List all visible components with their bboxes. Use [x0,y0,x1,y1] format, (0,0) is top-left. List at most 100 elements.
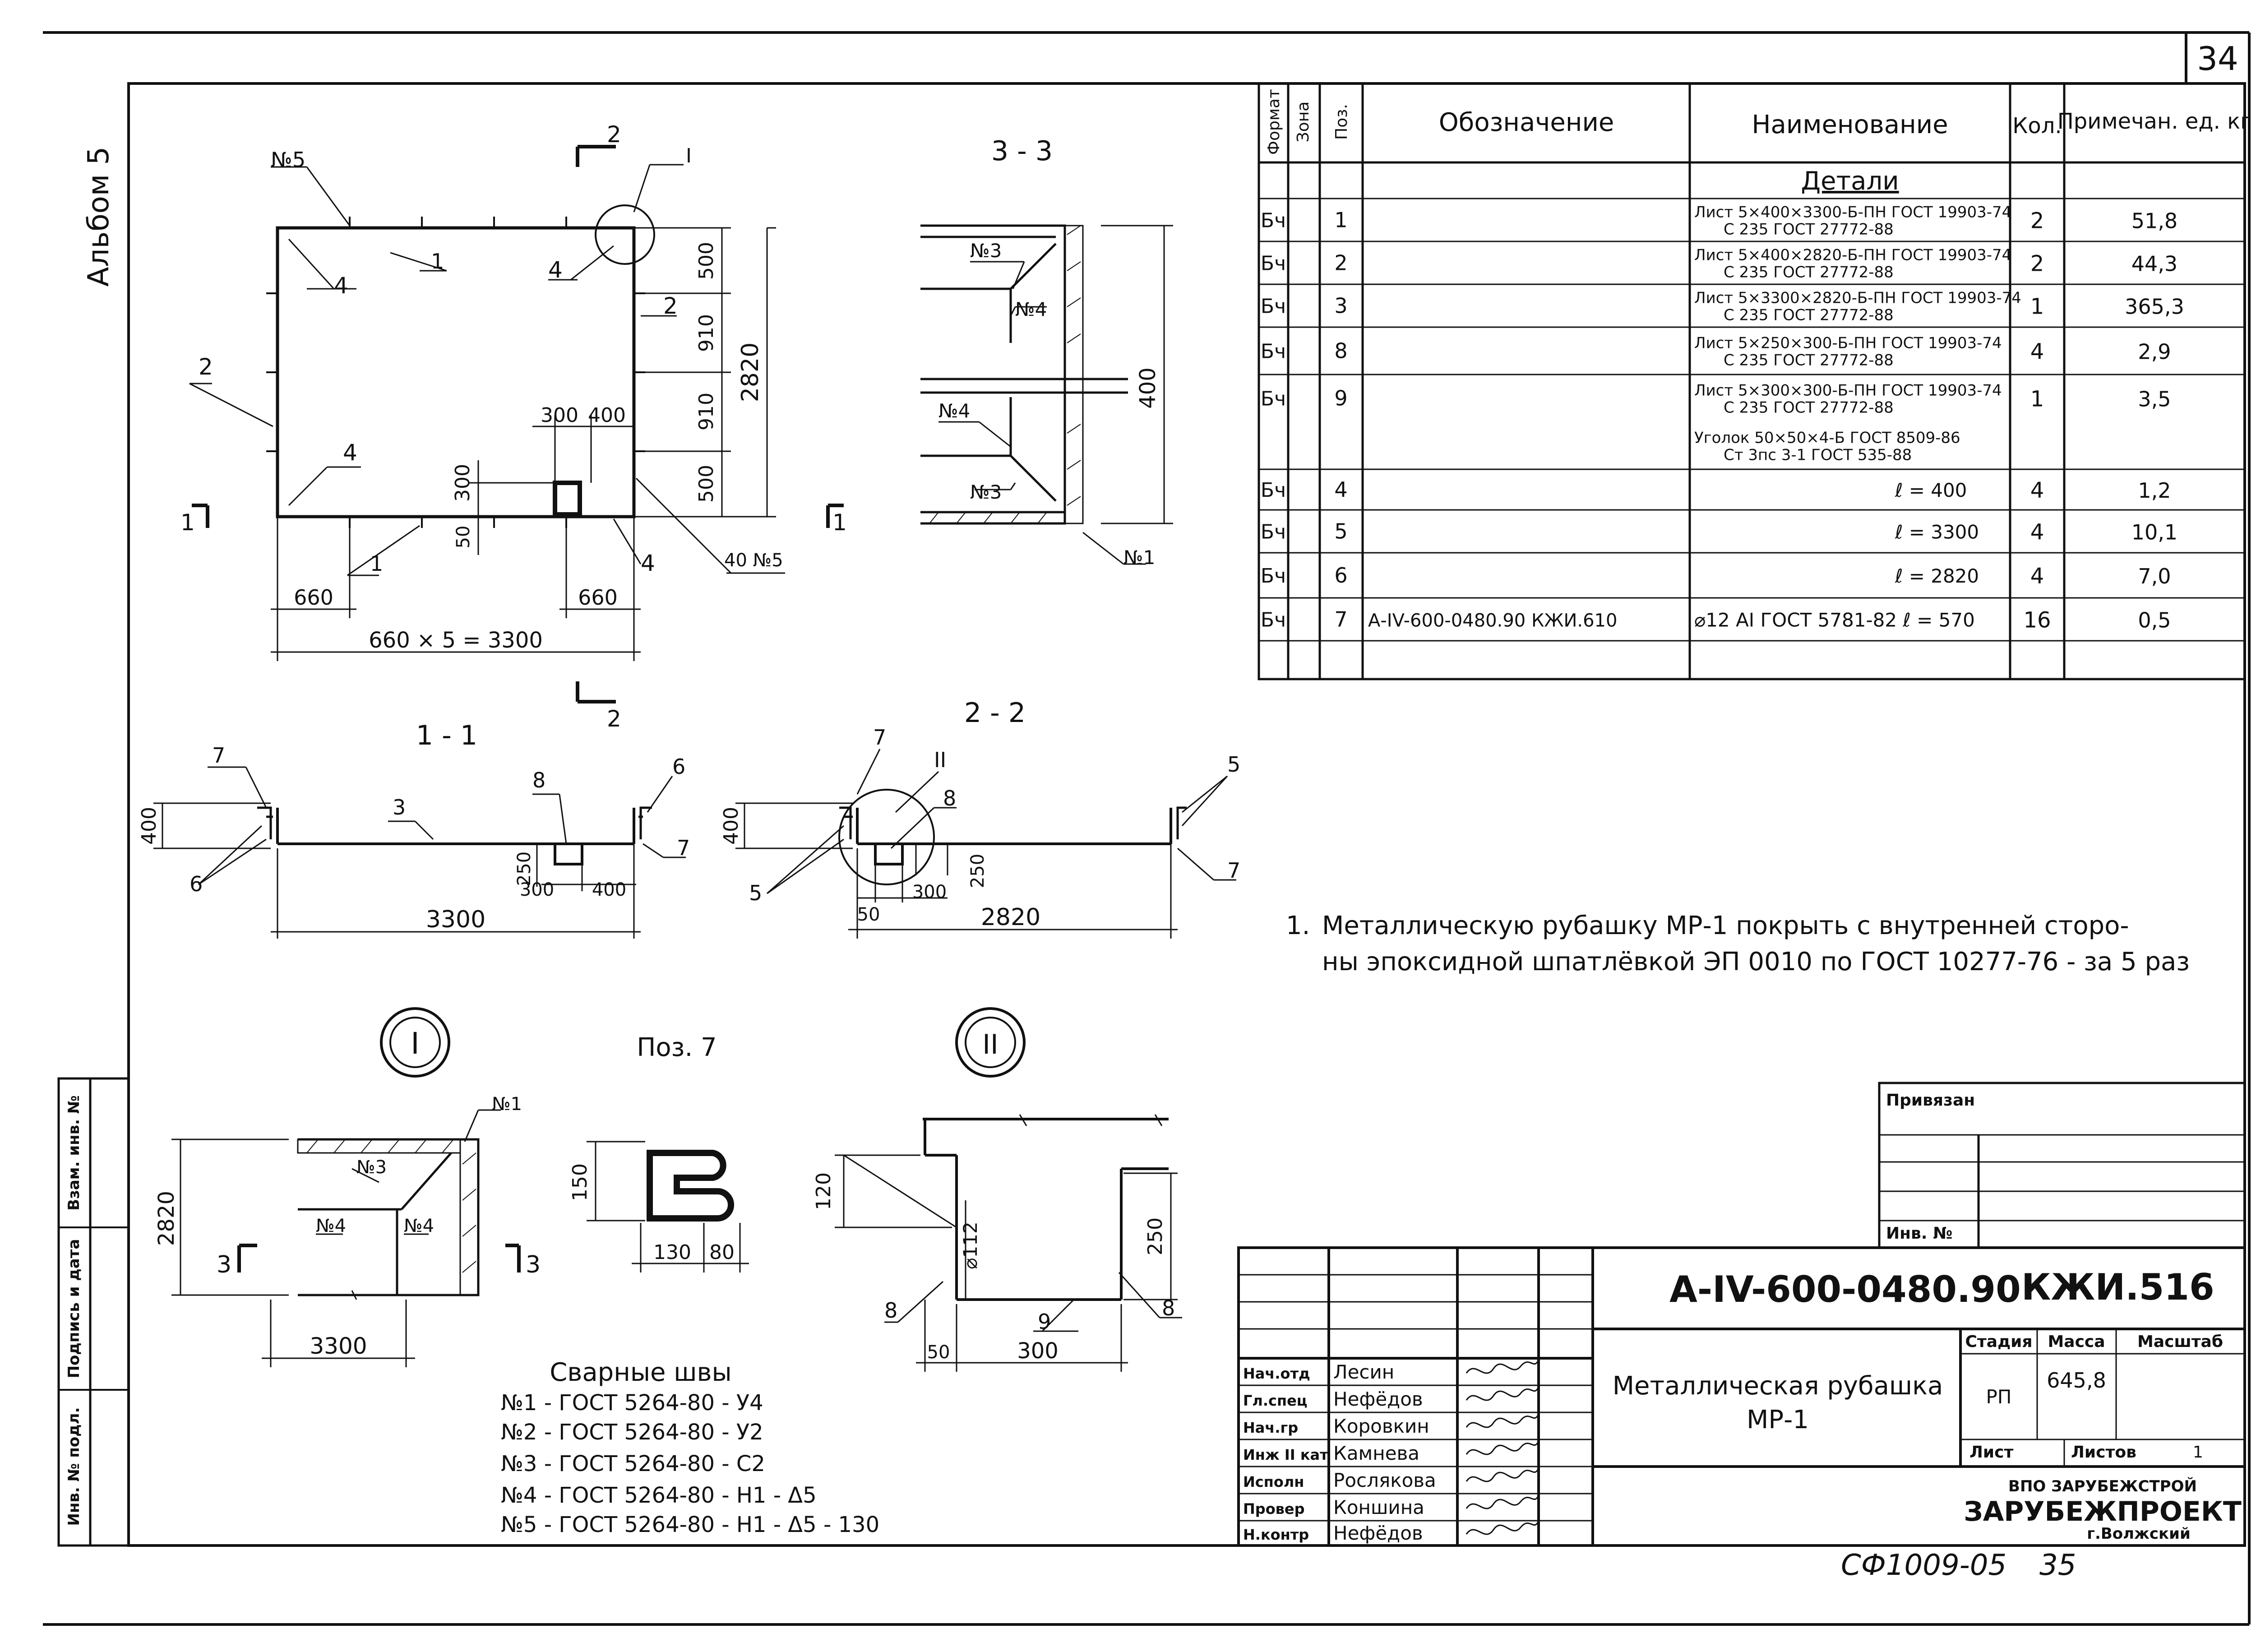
row-format: Бч [1261,609,1286,632]
org-line-1: ВПО ЗАРУБЕЖСТРОЙ [2008,1477,2197,1495]
plan-dim-total: 660 × 5 = 3300 [369,628,543,653]
node-II-dim-d112: ⌀112 [959,1222,981,1269]
bottom-page: 35 [2039,1549,2076,1582]
weld-item-5: №5 - ГОСТ 5264-80 - Н1 - Δ5 - 130 [501,1512,879,1537]
bottom-code: СФ1009-05 [1841,1549,2006,1582]
pos-7-detail: Поз. 7 150 130 80 [569,1033,749,1273]
section-2-2-label-II: II [934,748,946,772]
staff-name: Коншина [1333,1496,1424,1518]
pos-7-dim-130: 130 [653,1241,691,1264]
node-II-dim-120: 120 [812,1172,835,1210]
title-mass-label: Масса [2048,1333,2105,1351]
plan-pos-4-a: 4 [334,273,348,299]
section-2-2-label-7-right: 7 [1227,858,1240,883]
signature-mark [1465,1520,1539,1535]
plan-dim-910-a: 910 [695,314,718,352]
staff-name: Камнева [1333,1442,1419,1464]
section-2-2-label-7: 7 [873,725,886,750]
title-scale-label: Масштаб [2137,1333,2223,1351]
section-2-2-label-5-right: 5 [1227,752,1240,777]
row-name-bottom: С 235 ГОСТ 27772-88 [1724,264,1894,282]
row-name: ℓ = 2820 [1895,565,1979,587]
node-I: I №1 [154,1007,541,1367]
plan-dim-500-bottom: 500 [695,465,718,503]
row-note: 0,5 [2138,608,2171,633]
weld-item-3: №3 - ГОСТ 5264-80 - С2 [501,1451,765,1476]
row-name-top: Лист 5×3300×2820-Б-ПН ГОСТ 19903-74 [1694,289,2021,307]
row-qty: 2 [2030,251,2044,277]
node-II-label-8-right: 8 [1162,1296,1175,1320]
section-2-2-title: 2 - 2 [964,697,1026,729]
section-1-1-label-7-right: 7 [677,836,690,860]
signature-mark [1465,1467,1539,1482]
section-3-3-label-n1: №1 [1123,546,1155,569]
section-1-1-title: 1 - 1 [416,720,477,751]
row-qty: 1 [2030,294,2044,319]
section-3-3-label-n4-bottom: №4 [938,400,970,422]
node-II-dim-50: 50 [927,1342,950,1363]
row-name-bottom: Ст 3пс 3-1 ГОСТ 535-88 [1724,446,1912,464]
header-note: Примечан. ед. кг [2057,109,2252,134]
header-qty: Кол. [2012,113,2062,139]
plan-pos-4-d: 4 [641,550,655,576]
signature-mark [1465,1386,1539,1401]
title-mass: 645,8 [2047,1368,2106,1393]
node-II-label-9: 9 [1038,1310,1051,1334]
weld-item-2: №2 - ГОСТ 5264-80 - У2 [501,1420,763,1445]
section-1-1-dim-300: 300 [520,879,554,900]
note-number: 1. [1286,911,1310,940]
staff-name: Лесин [1333,1361,1394,1383]
plan-weld-note: 40 №5 [724,550,783,571]
row-note: 2,9 [2138,340,2171,364]
staff-name: Нефёдов [1333,1388,1423,1410]
general-note: 1. Металлическую рубашку МР-1 покрыть с … [1286,911,2190,976]
plan-dim-300-vert: 300 [451,464,474,502]
plan-pos-2-left: 2 [199,354,213,380]
section-2-2-label-8: 8 [943,786,956,810]
signature-mark [1465,1413,1539,1428]
plan-cut-2-bottom: 2 [607,706,621,732]
section-2-2-dim-400: 400 [720,807,743,845]
plan-pos-4-b: 4 [548,257,563,283]
row-format: Бч [1261,209,1286,232]
album-label: Альбом 5 [82,147,116,287]
staff-role: Нач.отд [1243,1365,1310,1382]
weld-list: Сварные швы №1 - ГОСТ 5264-80 - У4 №2 - … [501,1358,879,1537]
row-pos: 4 [1334,477,1347,502]
row-qty: 4 [2030,478,2044,503]
node-II: II [812,1007,1182,1372]
node-I-label-n3: №3 [356,1157,387,1178]
row-qty: 4 [2030,564,2044,589]
plan-dim-660-right: 660 [578,585,618,610]
plan-node-mark: I [686,144,692,167]
note-line-1: Металлическую рубашку МР-1 покрыть с вну… [1322,911,2129,940]
row-qty: 16 [2023,608,2051,633]
sheet-frame [43,31,2251,1626]
node-II-label-8-left: 8 [884,1298,897,1323]
section-1-1-dim-400b: 400 [592,879,626,900]
section-1-1-dim-400: 400 [138,807,161,845]
plan-view: №5 1 4 4 2 2 4 1 4 40 №5 I 2 2 1 1 500 [180,121,847,732]
row-pos: 7 [1334,607,1347,632]
row-name: ⌀12 АI ГОСТ 5781-82 ℓ = 570 [1694,609,1975,631]
section-1-1-label-8: 8 [532,768,546,792]
signature-mark [1465,1440,1539,1455]
staff-role: Н.контр [1243,1526,1309,1543]
section-3-3-dim-400: 400 [1135,367,1160,409]
side-stamp-inv: Инв. № подл. [65,1407,83,1526]
title-code: А-IV-600-0480.90 [1669,1268,2021,1310]
row-qty: 4 [2030,339,2044,365]
section-1-1-label-3: 3 [393,795,406,819]
plan-pos-4-c: 4 [343,440,357,466]
row-name-top: Уголок 50×50×4-Б ГОСТ 8509-86 [1694,429,1960,447]
plan-cut-1-left: 1 [180,509,195,536]
org-line-3: г.Волжский [2087,1525,2191,1543]
node-I-cut-3-right: 3 [526,1251,541,1278]
section-2-2-dim-250: 250 [967,854,988,888]
section-3-3-label-n3-top: №3 [970,240,1002,262]
title-stage: РП [1986,1386,2012,1408]
row-pos: 1 [1334,208,1347,232]
section-1-1-dim-3300: 3300 [426,906,485,933]
row-name-bottom: С 235 ГОСТ 27772-88 [1724,352,1894,370]
row-format: Бч [1261,479,1286,502]
